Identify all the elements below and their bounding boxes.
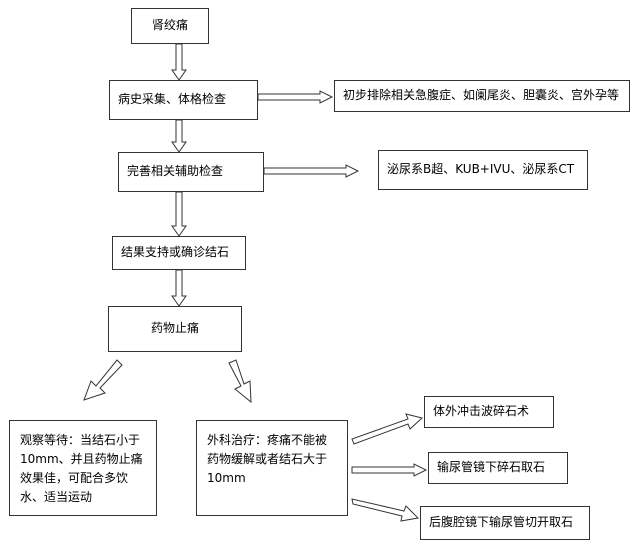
node-surgery: 外科治疗：疼痛不能被药物缓解或者结石大于10mm [196,420,348,516]
node-eswl-label: 体外冲击波碎石术 [433,404,530,419]
arrow-right-1 [257,90,334,104]
node-observe: 观察等待：当结石小于10mm、并且药物止痛效果佳，可配合多饮水、适当运动 [9,420,157,516]
node-support-diagnosis-label: 结果支持或确诊结石 [121,245,230,260]
arrow-right-2 [263,164,360,178]
node-laparoscopy: 后腹腔镜下输尿管切开取石 [420,506,590,540]
node-aux-exam-label: 完善相关辅助检查 [127,164,224,179]
node-imaging: 泌尿系B超、KUB+IVU、泌尿系CT [378,150,588,190]
arrow-down-1 [171,43,187,81]
arrow-down-2 [171,119,187,153]
arrow-down-4 [171,269,187,307]
node-observe-label: 观察等待：当结石小于10mm、并且药物止痛效果佳，可配合多饮水、适当运动 [20,433,143,504]
node-eswl: 体外冲击波碎石术 [424,396,554,428]
node-support-diagnosis: 结果支持或确诊结石 [112,236,246,270]
node-renal-colic: 肾绞痛 [131,8,209,44]
arrow-to-ureteroscopy [351,463,428,477]
node-exclude: 初步排除相关急腹症、如阑尾炎、胆囊炎、宫外孕等 [334,80,630,112]
node-drug-analgesia-label: 药物止痛 [150,321,199,336]
node-aux-exam: 完善相关辅助检查 [118,152,264,192]
node-laparoscopy-label: 后腹腔镜下输尿管切开取石 [429,515,574,530]
node-drug-analgesia: 药物止痛 [108,306,242,352]
arrow-diag-right [228,359,252,404]
node-ureteroscopy-label: 输尿管镜下碎石取石 [437,460,546,475]
node-exclude-label: 初步排除相关急腹症、如阑尾炎、胆囊炎、宫外孕等 [343,88,620,103]
node-imaging-label: 泌尿系B超、KUB+IVU、泌尿系CT [387,162,575,177]
arrow-to-eswl [351,413,424,445]
node-surgery-label: 外科治疗：疼痛不能被药物缓解或者结石大于10mm [207,433,328,485]
node-ureteroscopy: 输尿管镜下碎石取石 [428,452,568,484]
arrow-down-3 [171,191,187,237]
arrow-diag-left [83,359,123,401]
node-history-exam: 病史采集、体格检查 [109,80,258,120]
node-renal-colic-label: 肾绞痛 [151,18,188,33]
arrow-to-laparoscopy [351,498,420,522]
node-history-exam-label: 病史采集、体格检查 [118,92,227,107]
